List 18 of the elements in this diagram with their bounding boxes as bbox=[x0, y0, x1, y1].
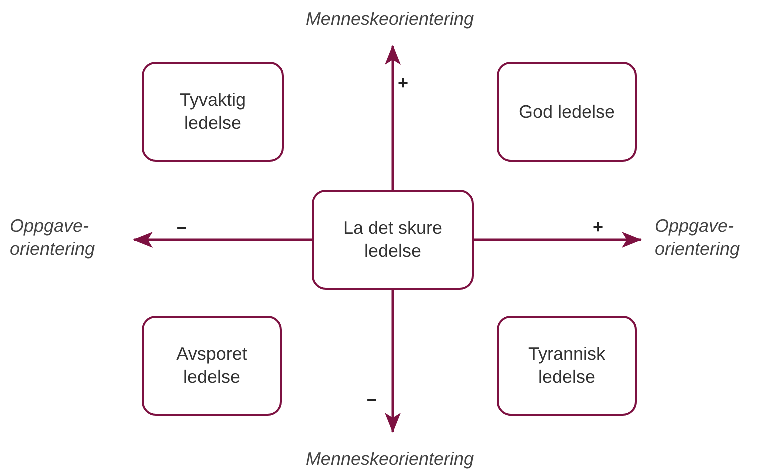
axis-title: Menneskeorientering bbox=[306, 448, 474, 470]
box-label: La det skure ledelse bbox=[342, 217, 444, 263]
axis-title: Menneskeorientering bbox=[306, 8, 474, 30]
arrow bbox=[385, 45, 401, 190]
quadrant-box bbox=[497, 62, 637, 162]
box-label: God ledelse bbox=[518, 100, 616, 124]
box-label: Avsporet ledelse bbox=[176, 343, 248, 389]
quadrant-box bbox=[142, 62, 284, 162]
quadrant-box bbox=[497, 316, 637, 416]
axis-title: Oppgave- orientering bbox=[10, 215, 96, 261]
quadrant-box bbox=[142, 316, 282, 416]
axis-title: Oppgave- orientering bbox=[655, 215, 742, 261]
arrow bbox=[385, 290, 401, 433]
box-label: Tyrannisk ledelse bbox=[527, 343, 607, 389]
quadrant-box bbox=[312, 190, 474, 290]
arrow bbox=[133, 232, 312, 248]
box-label: Tyvaktig ledelse bbox=[178, 89, 248, 135]
arrow bbox=[474, 232, 642, 248]
